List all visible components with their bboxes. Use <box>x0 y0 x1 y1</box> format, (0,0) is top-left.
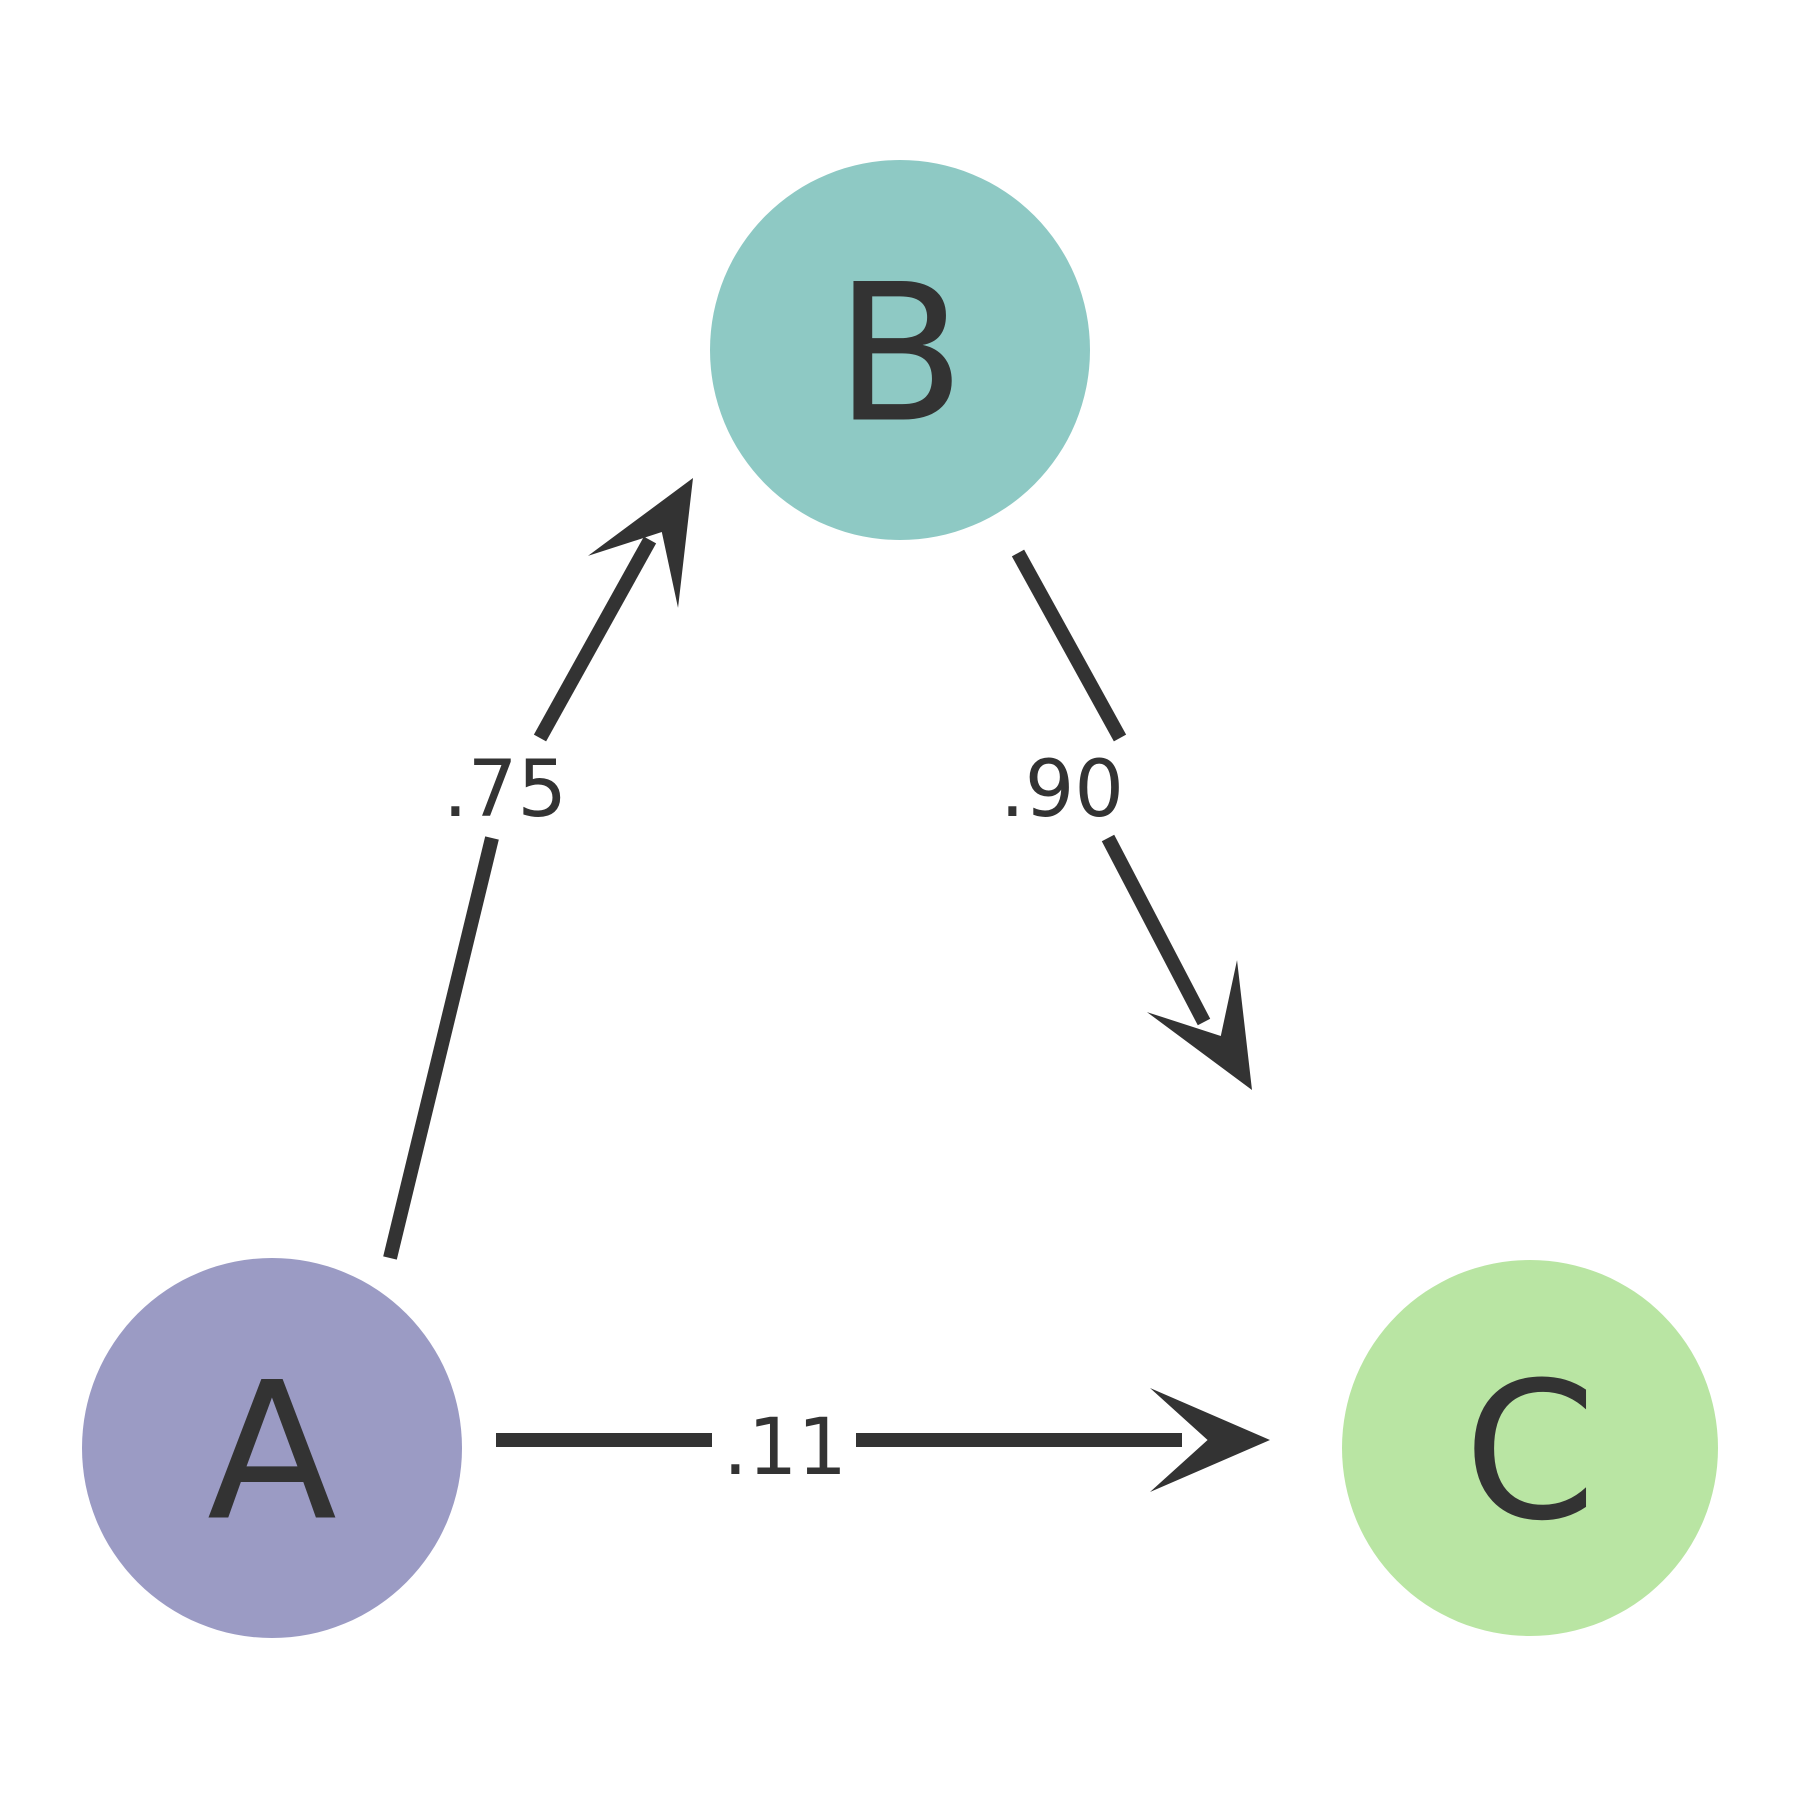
node-c-label: C <box>1464 1342 1597 1563</box>
edge-a-to-c[interactable] <box>496 1388 1270 1492</box>
node-c-circle[interactable] <box>1342 1260 1718 1636</box>
node-a-circle[interactable] <box>82 1258 462 1638</box>
edge-b-to-c-segment-upper <box>1011 549 1127 742</box>
edge-a-to-b-arrowhead-icon <box>587 478 693 608</box>
edge-b-to-c-arrowhead-icon <box>1146 960 1252 1090</box>
node-b[interactable]: B <box>710 160 1090 540</box>
edge-weight-label-b-c: .90 <box>1000 745 1124 835</box>
edge-b-to-c-segment-lower <box>1101 834 1211 1026</box>
node-b-circle[interactable] <box>710 160 1090 540</box>
edge-weight-label-a-c: .11 <box>723 1403 847 1493</box>
node-b-label: B <box>835 244 965 465</box>
node-a[interactable]: A <box>82 1258 462 1638</box>
edge-a-to-b-segment-lower <box>383 836 499 1260</box>
node-c[interactable]: C <box>1342 1260 1718 1636</box>
edge-weight-label-a-b: .75 <box>443 745 567 835</box>
edge-a-to-c-arrowhead-icon <box>1150 1388 1270 1492</box>
edges-layer <box>383 478 1270 1492</box>
edge-a-to-b[interactable] <box>383 478 693 1260</box>
edge-b-to-c[interactable] <box>1011 549 1252 1090</box>
nodes-layer: A B C <box>82 160 1718 1638</box>
node-a-label: A <box>207 1342 337 1563</box>
edge-a-to-b-segment-upper <box>533 536 657 742</box>
edge-labels-layer: .75 .90 .11 <box>443 745 1124 1493</box>
